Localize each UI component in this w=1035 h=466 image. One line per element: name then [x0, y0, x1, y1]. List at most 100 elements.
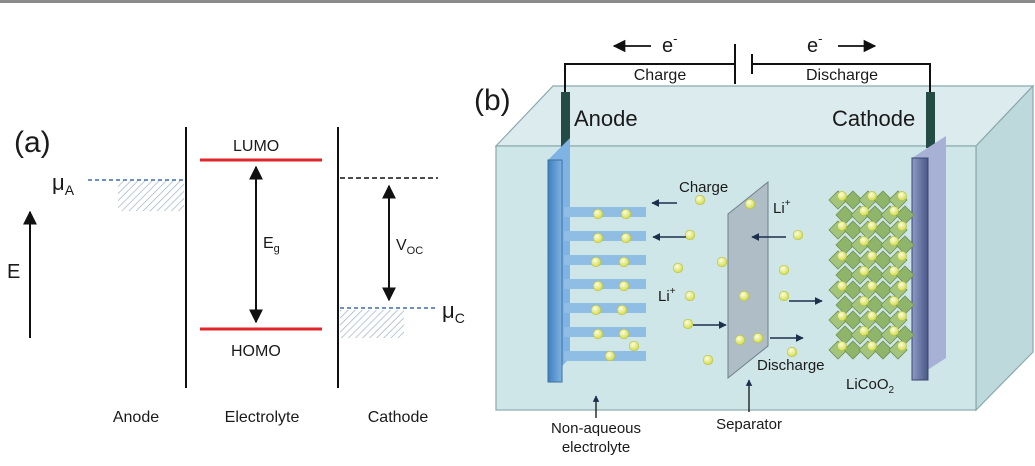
separator	[727, 180, 769, 380]
cathode-crystal	[873, 280, 893, 300]
lithium-ion	[590, 304, 602, 316]
top-border	[0, 0, 1035, 3]
cathode-crystal	[843, 250, 863, 270]
lithium-ion	[897, 251, 907, 261]
cathode-crystal	[873, 190, 893, 210]
lithium-ion	[859, 236, 869, 246]
lithium-ion	[618, 256, 630, 268]
anode-plate	[547, 159, 563, 383]
lithium-ion	[702, 354, 714, 366]
lithium-ion	[897, 341, 907, 351]
electrolyte-label-line1: Non-aqueous	[551, 420, 641, 437]
lithium-ion	[889, 296, 899, 306]
lithium-ion	[867, 191, 877, 201]
panel-b-label: (b)	[474, 84, 511, 117]
column-label-electrolyte: Electrolyte	[225, 409, 300, 426]
mu-c-label: μC	[442, 298, 465, 326]
lithium-ion	[867, 311, 877, 321]
cathode-crystal	[873, 250, 893, 270]
li-ion-label-upper: Li+	[773, 198, 791, 217]
lithium-ion	[889, 326, 899, 336]
lithium-ion	[889, 236, 899, 246]
homo-label: HOMO	[231, 343, 281, 360]
lithium-ion	[837, 221, 847, 231]
anode-label: Anode	[574, 106, 638, 131]
lithium-ion	[604, 350, 616, 362]
lithium-ions	[590, 191, 907, 366]
column-label-cathode: Cathode	[368, 409, 429, 426]
cathode-lattice	[828, 190, 915, 360]
lithium-ion	[867, 221, 877, 231]
lithium-ion	[859, 296, 869, 306]
lithium-ion	[628, 340, 640, 352]
lithium-ion	[590, 256, 602, 268]
cathode-filled-states	[340, 310, 404, 338]
cathode-crystal	[873, 340, 893, 360]
lithium-ion	[738, 290, 750, 302]
cathode-crystal	[873, 310, 893, 330]
graphite-layer	[564, 207, 646, 217]
lithium-ion	[897, 311, 907, 321]
graphite-layer	[564, 303, 646, 313]
lithium-ion	[620, 232, 632, 244]
lithium-ion	[859, 206, 869, 216]
lithium-ion	[859, 326, 869, 336]
electron-label-left: e-	[662, 31, 677, 57]
lithium-ion	[684, 290, 696, 302]
lithium-ion	[897, 191, 907, 201]
anode-lead	[561, 92, 570, 148]
lithium-ion	[592, 328, 604, 340]
lithium-ion	[672, 262, 684, 274]
lithium-ion	[897, 281, 907, 291]
lithium-ion	[592, 208, 604, 220]
cathode-crystal	[873, 220, 893, 240]
graphite-layer	[564, 279, 646, 289]
lithium-ion	[752, 332, 764, 344]
lithium-ion	[867, 251, 877, 261]
lithium-ion	[792, 229, 804, 241]
cathode-crystal	[843, 310, 863, 330]
charge-inner-label: Charge	[679, 179, 728, 196]
lithium-ion	[837, 251, 847, 261]
lithium-ion	[592, 280, 604, 292]
lithium-ion	[616, 304, 628, 316]
cathode-label: Cathode	[832, 106, 915, 131]
cathode-crystal	[843, 190, 863, 210]
cathode-lead	[926, 92, 935, 148]
discharge-inner-label: Discharge	[757, 357, 825, 374]
graphite-layer	[564, 327, 646, 337]
lumo-label: LUMO	[233, 138, 279, 155]
cathode-material-label: LiCoO2	[846, 376, 895, 396]
lithium-ion	[859, 266, 869, 276]
lithium-ion	[618, 328, 630, 340]
separator-label: Separator	[716, 416, 782, 433]
electron-label-right: e-	[807, 31, 822, 57]
panel-a: (a) E μA LUMO HOMO Eg VOC μC Anode Elect…	[7, 126, 465, 426]
lithium-ion	[897, 221, 907, 231]
lithium-ion	[837, 281, 847, 291]
graphite-layer	[564, 255, 646, 265]
lithium-ion	[592, 232, 604, 244]
panel-b: (b) e- e- Charge Discharge Anode Cathode	[474, 31, 1035, 456]
lithium-ion	[786, 346, 798, 358]
panel-a-label: (a)	[14, 126, 51, 159]
graphite-layer	[564, 231, 646, 241]
lithium-ion	[867, 281, 877, 291]
lithium-ion	[716, 256, 728, 268]
lithium-ion	[744, 198, 756, 210]
lithium-ion	[837, 191, 847, 201]
lithium-ion	[837, 341, 847, 351]
mu-a-label: μA	[52, 170, 75, 198]
lithium-ion	[694, 194, 706, 206]
li-ion-label-lower: Li+	[658, 286, 676, 305]
lithium-ion	[682, 318, 694, 330]
discharge-top-label: Discharge	[806, 67, 878, 84]
energy-axis-label: E	[7, 261, 20, 283]
anode-filled-states	[118, 181, 184, 211]
cathode-crystal	[843, 220, 863, 240]
lithium-ion	[684, 229, 696, 241]
voc-label: VOC	[396, 237, 423, 257]
cathode-crystal	[843, 340, 863, 360]
